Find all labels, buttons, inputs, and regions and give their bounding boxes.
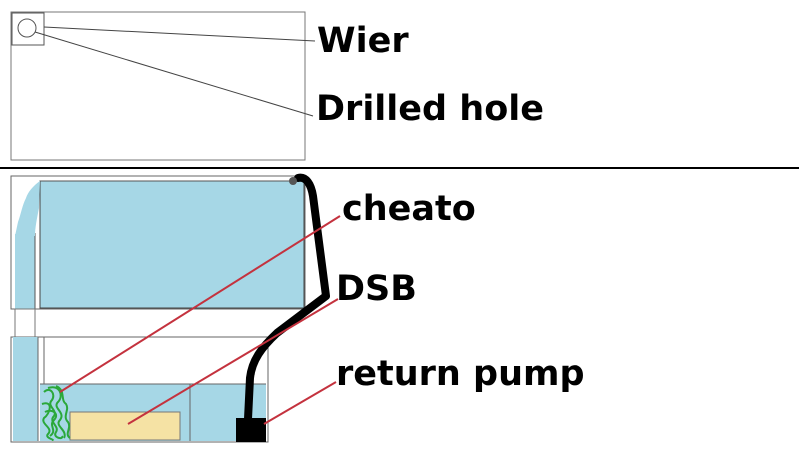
overflow-column-water: [15, 234, 35, 309]
dsb-pointer-line: [127, 298, 339, 425]
return-outlet: [289, 177, 297, 185]
overflow-water-stream: [15, 181, 40, 236]
sump-inlet-water: [13, 337, 38, 441]
wier-box: [11, 12, 45, 46]
return-line: [244, 173, 330, 423]
return-pump: [236, 418, 266, 442]
wier-pointer-line: [43, 26, 316, 42]
side-view: [10, 173, 330, 443]
display-tank-water: [39, 180, 305, 309]
drilled-hole-label: Drilled hole: [316, 89, 544, 129]
drilled-hole: [17, 18, 37, 38]
cheato-label: cheato: [342, 189, 476, 229]
top-view: [10, 11, 316, 161]
pointer-lines: [59, 215, 341, 425]
return-pump-pointer-line: [263, 381, 337, 425]
cheato-pointer-line: [59, 215, 341, 393]
drain-pipe-column: [14, 308, 36, 338]
drilled-hole-pointer-line: [34, 31, 314, 117]
deep-sand-bed: [69, 411, 181, 441]
dsb-label: DSB: [336, 269, 417, 309]
top-view-tank-outline: [10, 11, 306, 161]
return-pump-label: return pump: [336, 354, 585, 394]
wier-label: Wier: [317, 21, 409, 61]
